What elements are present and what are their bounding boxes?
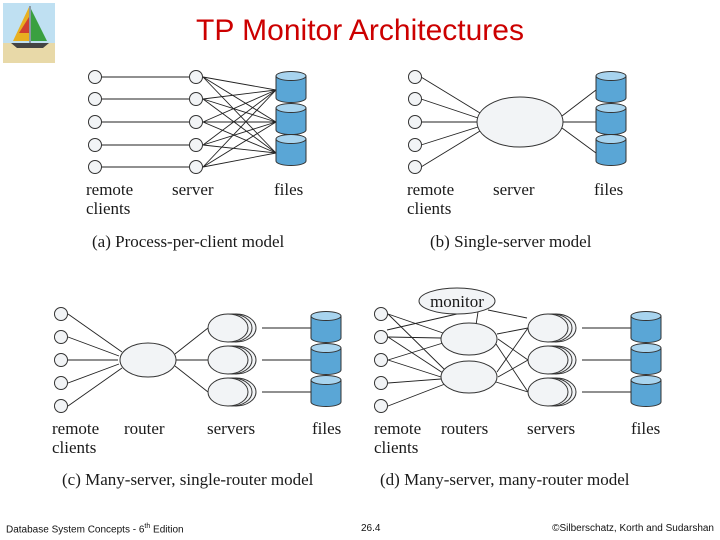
file-cylinder — [275, 103, 307, 135]
files-d — [630, 311, 662, 407]
server-stack — [207, 377, 257, 407]
file-cylinder — [595, 71, 627, 103]
servers-a — [189, 70, 203, 174]
label-router-c: router — [124, 419, 165, 438]
router-node-d-2 — [440, 360, 498, 394]
file-cylinder — [275, 71, 307, 103]
sailboat-logo — [3, 3, 55, 63]
caption-b: (b) Single-server model — [430, 232, 592, 251]
footer-page-number: 26.4 — [361, 523, 381, 534]
file-cylinder — [595, 134, 627, 166]
file-cylinder — [310, 343, 342, 375]
clients-b — [408, 70, 422, 174]
caption-d: (d) Many-server, many-router model — [380, 470, 630, 489]
label-servers-c: servers — [207, 419, 255, 438]
caption-c: (c) Many-server, single-router model — [62, 470, 314, 489]
edges-d — [386, 309, 632, 407]
clients-a — [88, 70, 102, 174]
footer-copyright: ©Silberschatz, Korth and Sudarshan — [552, 523, 714, 534]
server-stack — [207, 313, 257, 343]
label-remote-c: remote — [52, 419, 99, 438]
panel-a: remote clients server files (a) Process-… — [86, 70, 307, 251]
edges-b — [420, 76, 597, 168]
label-server-a: server — [172, 180, 214, 199]
label-remote-b: remote — [407, 180, 454, 199]
panel-c: remote clients router servers files (c) … — [52, 307, 342, 489]
label-routers-d: routers — [441, 419, 488, 438]
label-clients-d: clients — [374, 438, 418, 457]
server-node-b — [476, 96, 564, 148]
panel-d: monitor remote clients routers servers f… — [374, 287, 662, 489]
page-title: TP Monitor Architectures — [196, 14, 524, 47]
server-stack — [527, 345, 577, 375]
file-cylinder — [310, 311, 342, 343]
server-stack — [527, 313, 577, 343]
label-clients-c: clients — [52, 438, 96, 457]
file-cylinder — [310, 375, 342, 407]
files-a — [275, 71, 307, 166]
files-b — [595, 71, 627, 166]
label-files-b: files — [594, 180, 623, 199]
file-cylinder — [630, 311, 662, 343]
edges-c — [67, 313, 312, 407]
edges-a — [101, 76, 277, 168]
monitor-node-d — [418, 287, 496, 315]
servers-c — [207, 313, 257, 407]
server-stack — [207, 345, 257, 375]
label-clients-a: clients — [86, 199, 130, 218]
label-files-a: files — [274, 180, 303, 199]
file-cylinder — [630, 343, 662, 375]
files-c — [310, 311, 342, 407]
label-files-c: files — [312, 419, 341, 438]
servers-d — [527, 313, 577, 407]
label-remote-d: remote — [374, 419, 421, 438]
file-cylinder — [275, 134, 307, 166]
router-node-d-1 — [440, 322, 498, 356]
label-clients-b: clients — [407, 199, 451, 218]
file-cylinder — [595, 103, 627, 135]
label-remote-a: remote — [86, 180, 133, 199]
label-servers-d: servers — [527, 419, 575, 438]
clients-c — [54, 307, 68, 413]
clients-d — [374, 307, 388, 413]
server-stack — [527, 377, 577, 407]
file-cylinder — [630, 375, 662, 407]
router-node-c — [119, 342, 177, 378]
footer-book-title: Database System Concepts - 6th Edition — [6, 523, 184, 536]
label-files-d: files — [631, 419, 660, 438]
caption-a: (a) Process-per-client model — [92, 232, 285, 251]
label-server-b: server — [493, 180, 535, 199]
label-monitor-d: monitor — [430, 292, 484, 311]
panel-b: remote clients server files (b) Single-s… — [407, 70, 627, 251]
